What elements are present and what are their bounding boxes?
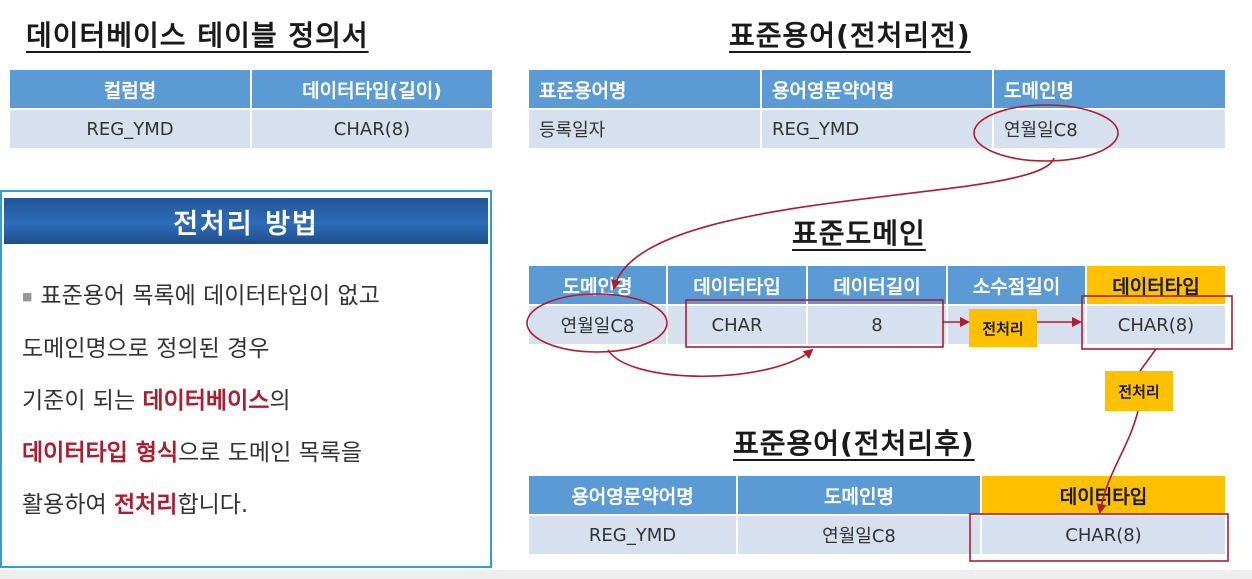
- arrow-datatype-down: [1139, 348, 1157, 372]
- method-line-2: 도메인명으로 정의된 경우: [22, 323, 482, 375]
- std-domain-header-datatype-new: 데이터타입: [1086, 266, 1225, 305]
- std-term-after-header-row: 용어영문약어명 도메인명 데이터타입: [529, 476, 1225, 515]
- arrow-domain-to-type: [607, 348, 814, 378]
- std-domain-cell-datatype: CHAR: [667, 304, 808, 344]
- method-text-5b: 합니다.: [177, 491, 249, 518]
- std-term-after-cell-abbr: REG_YMD: [529, 514, 738, 554]
- std-term-after-header-abbr: 용어영문약어명: [529, 476, 738, 515]
- preprocess-label-horizontal: 전처리: [969, 309, 1037, 347]
- std-term-before-header-row: 표준용어명 용어영문약어명 도메인명: [529, 70, 1225, 109]
- preprocess-label-vertical: 전처리: [1105, 371, 1173, 411]
- std-term-after-title: 표준용어(전처리후): [733, 427, 975, 460]
- method-line-3: 기준이 되는 데이터베이스의: [22, 375, 482, 427]
- std-term-before-header-domain: 도메인명: [993, 70, 1225, 109]
- std-domain-cell-length: 8: [807, 304, 948, 344]
- method-text-2: 도메인명으로 정의된 경우: [22, 335, 270, 362]
- std-domain-cell-domain: 연월일C8: [529, 304, 668, 344]
- std-term-before-title: 표준용어(전처리전): [729, 19, 971, 52]
- std-term-before-cell-abbr: REG_YMD: [761, 108, 994, 148]
- std-term-before-cell-name: 등록일자: [529, 108, 762, 148]
- std-term-before-table: 표준용어명 용어영문약어명 도메인명 등록일자 REG_YMD 연월일C8: [529, 70, 1225, 148]
- bottom-strip: [0, 570, 1252, 579]
- preprocess-method-box: 전처리 방법 ■ 표준용어 목록에 데이터타입이 없고 도메인명으로 정의된 경우…: [0, 190, 492, 568]
- std-domain-table: 도메인명 데이터타입 데이터길이 소수점길이 데이터타입 연월일C8 CHAR …: [529, 266, 1225, 344]
- method-text-4b: 으로 도메인 목록을: [178, 439, 363, 466]
- std-term-before-cell-domain: 연월일C8: [993, 108, 1225, 148]
- method-line-4: 데이터타입 형식으로 도메인 목록을: [22, 427, 482, 479]
- preprocess-method-description: ■ 표준용어 목록에 데이터타입이 없고 도메인명으로 정의된 경우 기준이 되는…: [22, 270, 482, 531]
- db-def-title: 데이터베이스 테이블 정의서: [26, 19, 369, 52]
- std-domain-header-row: 도메인명 데이터타입 데이터길이 소수점길이 데이터타입: [529, 266, 1225, 305]
- method-line-5: 활용하여 전처리합니다.: [22, 479, 482, 531]
- db-def-header-column: 컬럼명: [10, 70, 252, 109]
- std-term-before-header-abbr: 용어영문약어명: [761, 70, 994, 109]
- table-row: 등록일자 REG_YMD 연월일C8: [529, 108, 1225, 148]
- std-term-after-header-datatype: 데이터타입: [981, 476, 1225, 515]
- db-def-cell-datatype: CHAR(8): [251, 108, 492, 148]
- table-row: REG_YMD CHAR(8): [10, 108, 492, 148]
- method-highlight-datatype-format: 데이터타입 형식: [22, 439, 179, 466]
- std-term-before-header-name: 표준용어명: [529, 70, 762, 109]
- method-text-3a: 기준이 되는: [22, 387, 143, 414]
- db-def-header-row: 컬럼명 데이터타입(길이): [10, 70, 492, 109]
- std-term-after-header-domain: 도메인명: [737, 476, 982, 515]
- db-def-table: 컬럼명 데이터타입(길이) REG_YMD CHAR(8): [10, 70, 492, 148]
- method-highlight-database: 데이터베이스: [142, 387, 270, 414]
- method-text-5a: 활용하여: [22, 491, 114, 518]
- table-row: REG_YMD 연월일C8 CHAR(8): [529, 514, 1225, 554]
- method-text-1: 표준용어 목록에 데이터타입이 없고: [40, 283, 380, 309]
- preprocess-method-title: 전처리 방법: [4, 198, 488, 244]
- db-def-cell-column: REG_YMD: [10, 108, 252, 148]
- std-domain-cell-datatype-new: CHAR(8): [1086, 304, 1225, 344]
- std-domain-header-length: 데이터길이: [807, 266, 948, 305]
- table-row: 연월일C8 CHAR 8 CHAR(8): [529, 304, 1225, 344]
- std-domain-header-decimal: 소수점길이: [947, 266, 1087, 305]
- std-domain-header-domain: 도메인명: [529, 266, 668, 305]
- method-line-1: ■ 표준용어 목록에 데이터타입이 없고: [22, 270, 482, 323]
- method-highlight-preprocess: 전처리: [113, 491, 178, 518]
- std-domain-title: 표준도메인: [792, 217, 926, 250]
- bullet-icon: ■: [22, 289, 33, 303]
- std-domain-header-datatype: 데이터타입: [667, 266, 808, 305]
- method-text-3b: 의: [269, 387, 291, 414]
- std-term-after-cell-domain: 연월일C8: [737, 514, 982, 554]
- db-def-header-datatype: 데이터타입(길이): [251, 70, 492, 109]
- std-term-after-cell-datatype: CHAR(8): [981, 514, 1225, 554]
- std-term-after-table: 용어영문약어명 도메인명 데이터타입 REG_YMD 연월일C8 CHAR(8): [529, 476, 1225, 554]
